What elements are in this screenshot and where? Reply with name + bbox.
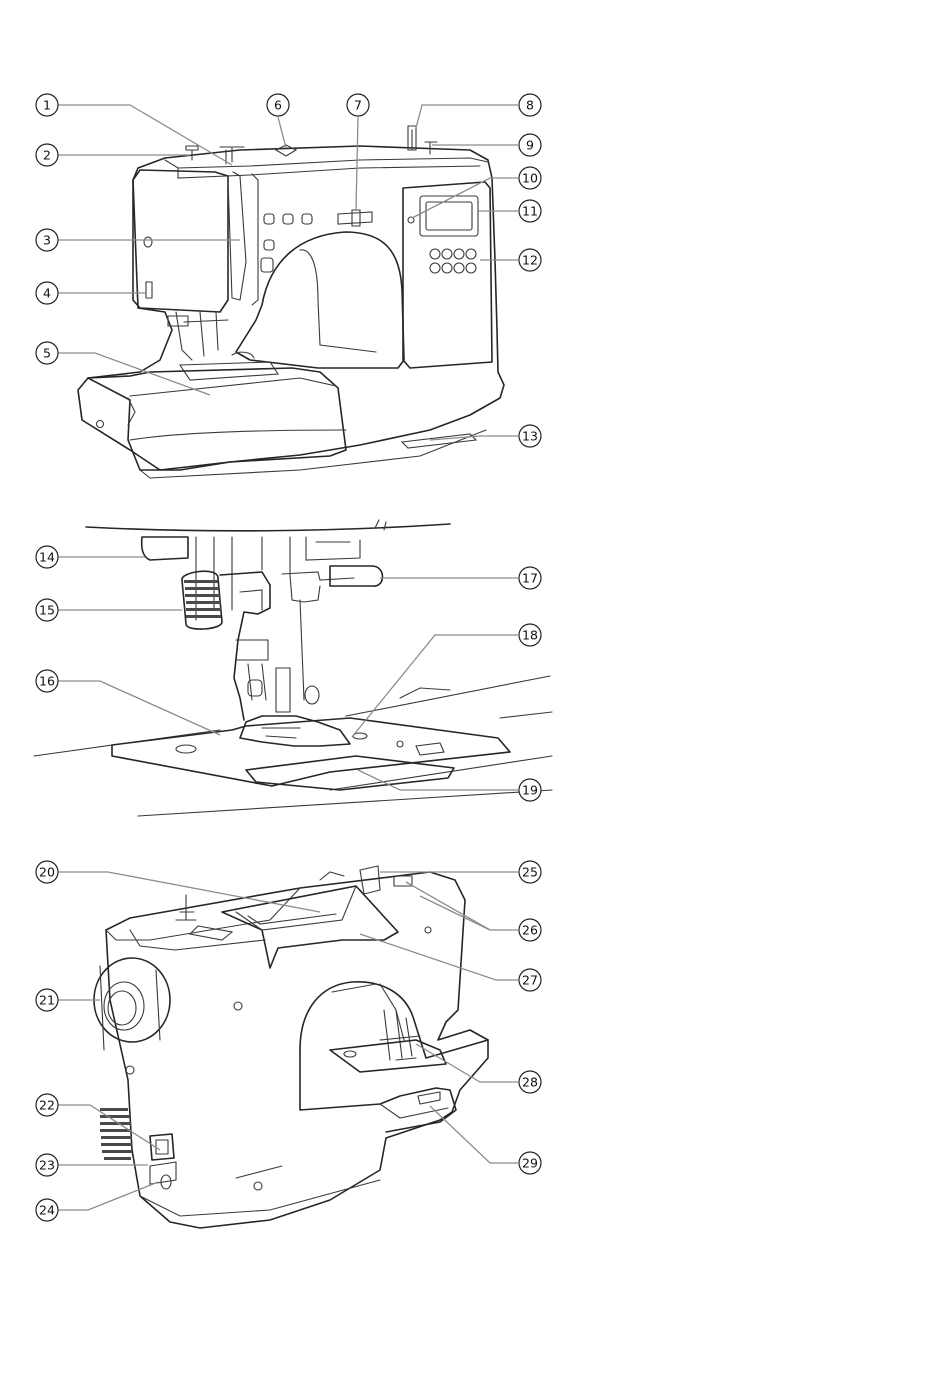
- callout-15: 15: [36, 599, 58, 621]
- head-cover: [133, 170, 228, 312]
- svg-text:3: 3: [43, 233, 51, 248]
- stitch-buttons: [430, 249, 476, 273]
- svg-text:5: 5: [43, 346, 51, 361]
- svg-text:7: 7: [354, 98, 362, 113]
- callout-19: 19: [519, 779, 541, 801]
- callout-18: 18: [519, 624, 541, 646]
- callout-20: 20: [36, 861, 58, 883]
- callout-22: 22: [36, 1094, 58, 1116]
- needle-clamp-lever: [142, 537, 188, 560]
- rear-free-arm: [300, 1050, 456, 1132]
- callout-26: 26: [519, 919, 541, 941]
- handwheel: [94, 958, 170, 1042]
- svg-text:25: 25: [522, 865, 538, 880]
- svg-text:2: 2: [43, 148, 51, 163]
- callout-28: 28: [519, 1071, 541, 1093]
- svg-text:15: 15: [39, 603, 55, 618]
- svg-text:1: 1: [43, 98, 51, 113]
- leader-lines: [58, 105, 518, 1210]
- vent-grille: [100, 1108, 132, 1160]
- svg-text:21: 21: [39, 993, 55, 1008]
- svg-text:8: 8: [526, 98, 534, 113]
- svg-text:4: 4: [43, 286, 51, 301]
- callout-12: 12: [519, 249, 541, 271]
- svg-text:27: 27: [522, 973, 538, 988]
- free-arm: [88, 368, 346, 470]
- callout-24: 24: [36, 1199, 58, 1221]
- svg-text:11: 11: [522, 204, 538, 219]
- svg-text:23: 23: [39, 1158, 55, 1173]
- callout-13: 13: [519, 425, 541, 447]
- callout-11: 11: [519, 200, 541, 222]
- display-panel: [403, 182, 492, 368]
- callout-14: 14: [36, 546, 58, 568]
- svg-text:26: 26: [522, 923, 538, 938]
- svg-text:18: 18: [522, 628, 538, 643]
- svg-text:12: 12: [522, 253, 538, 268]
- callout-6: 6: [267, 94, 289, 116]
- callout-3: 3: [36, 229, 58, 251]
- svg-text:14: 14: [39, 550, 55, 565]
- callout-7: 7: [347, 94, 369, 116]
- callout-25: 25: [519, 861, 541, 883]
- svg-text:19: 19: [522, 783, 538, 798]
- power-switch: [150, 1134, 174, 1160]
- presser-foot-pressure-dial: [182, 571, 222, 629]
- rear-view-illustration: [94, 866, 488, 1228]
- speed-slider: [338, 210, 372, 226]
- svg-text:29: 29: [522, 1156, 538, 1171]
- front-view-illustration: [78, 126, 504, 478]
- callout-17: 17: [519, 567, 541, 589]
- callout-8: 8: [519, 94, 541, 116]
- svg-text:10: 10: [522, 171, 538, 186]
- svg-text:20: 20: [39, 865, 55, 880]
- svg-text:13: 13: [522, 429, 538, 444]
- presser-foot: [240, 716, 350, 746]
- callout-1: 1: [36, 94, 58, 116]
- svg-text:6: 6: [274, 98, 282, 113]
- needle-area-illustration: [34, 520, 552, 816]
- spool-pin-left: [186, 146, 198, 160]
- callout-21: 21: [36, 989, 58, 1011]
- callout-4: 4: [36, 282, 58, 304]
- needle-plate: [112, 718, 510, 786]
- svg-text:9: 9: [526, 138, 534, 153]
- callout-10: 10: [519, 167, 541, 189]
- needle-threader: [330, 566, 383, 586]
- svg-text:24: 24: [39, 1203, 55, 1218]
- dial-ridges: [184, 580, 221, 618]
- callout-2: 2: [36, 144, 58, 166]
- callout-29: 29: [519, 1152, 541, 1174]
- callout-23: 23: [36, 1154, 58, 1176]
- svg-text:16: 16: [39, 674, 55, 689]
- svg-text:17: 17: [522, 571, 538, 586]
- svg-text:28: 28: [522, 1075, 538, 1090]
- callout-27: 27: [519, 969, 541, 991]
- callout-9: 9: [519, 134, 541, 156]
- arm-opening: [236, 232, 404, 368]
- callout-16: 16: [36, 670, 58, 692]
- callout-5: 5: [36, 342, 58, 364]
- svg-text:22: 22: [39, 1098, 55, 1113]
